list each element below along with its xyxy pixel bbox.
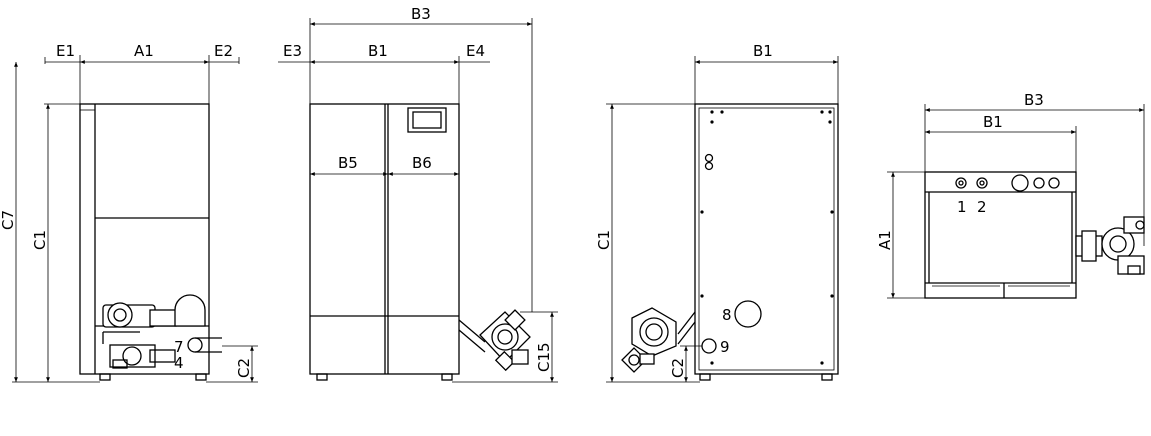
label-e2: E2 xyxy=(214,42,233,60)
label-b3-front: B3 xyxy=(411,5,431,23)
burner-assembly-top xyxy=(1075,216,1145,275)
boiler-rear-body xyxy=(694,103,839,375)
label-c7: C7 xyxy=(0,210,17,230)
label-connection-2: 2 xyxy=(977,198,987,216)
burner-assembly-side xyxy=(102,294,222,369)
side-view: E1 A1 E2 C7 C1 xyxy=(0,42,258,383)
label-connection-4: 4 xyxy=(174,354,184,372)
label-connection-8: 8 xyxy=(722,306,732,324)
rear-view: B1 C1 8 9 xyxy=(595,42,839,383)
label-connection-9: 9 xyxy=(720,338,730,356)
label-e3: E3 xyxy=(283,42,302,60)
label-connection-1: 1 xyxy=(957,198,967,216)
sensor-socket xyxy=(704,153,714,163)
label-b3-top: B3 xyxy=(1024,91,1044,109)
flue-outlet-8 xyxy=(734,300,762,328)
label-c2-rear: C2 xyxy=(669,358,687,378)
connection-1 xyxy=(955,177,967,189)
label-c1-rear: C1 xyxy=(595,230,613,250)
label-e4: E4 xyxy=(466,42,485,60)
flue-connection xyxy=(1011,174,1029,192)
control-display xyxy=(407,107,447,133)
label-b1-front: B1 xyxy=(368,42,388,60)
burner-assembly-front xyxy=(458,309,531,372)
label-b1-rear: B1 xyxy=(753,42,773,60)
top-view: B3 B1 A1 1 2 xyxy=(876,91,1145,299)
label-b1-top: B1 xyxy=(983,113,1003,131)
label-connection-7: 7 xyxy=(174,338,184,356)
sensor-socket xyxy=(704,161,714,171)
label-b5: B5 xyxy=(338,154,358,172)
boiler-top-body xyxy=(924,171,1077,299)
label-a1-top: A1 xyxy=(876,230,894,250)
label-a1: A1 xyxy=(134,42,154,60)
connection-2 xyxy=(976,177,988,189)
burner-assembly-rear xyxy=(621,307,696,373)
boiler-side-body xyxy=(79,103,210,375)
label-e1: E1 xyxy=(56,42,75,60)
label-c2-side: C2 xyxy=(235,358,253,378)
connection-9 xyxy=(701,338,717,354)
label-c15: C15 xyxy=(535,342,553,372)
label-b6: B6 xyxy=(412,154,432,172)
label-c1-side: C1 xyxy=(31,230,49,250)
front-view: B3 E3 B1 E4 B5 B6 xyxy=(278,5,558,383)
